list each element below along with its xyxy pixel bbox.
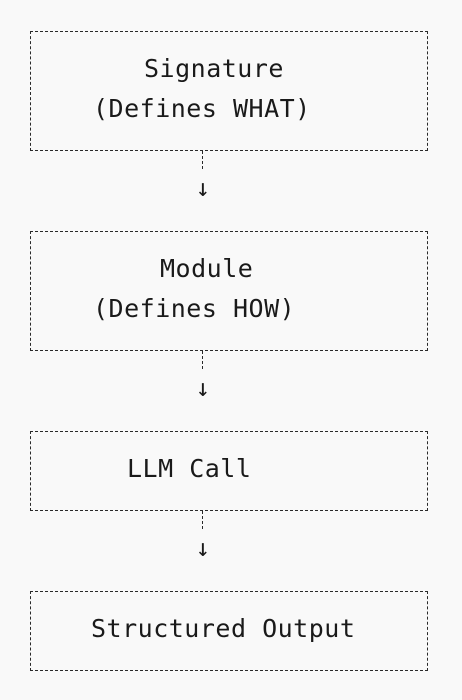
connector-3 xyxy=(202,511,205,529)
signature-box: Signature (Defines WHAT) xyxy=(30,31,428,151)
connector-2 xyxy=(202,351,205,369)
connector-1 xyxy=(202,151,205,169)
llm-call-box: LLM Call xyxy=(30,431,428,511)
down-arrow-icon: ↓ xyxy=(195,174,211,202)
signature-title: Signature xyxy=(144,54,284,83)
down-arrow-icon: ↓ xyxy=(195,374,211,402)
module-subtitle: (Defines HOW) xyxy=(93,294,296,323)
down-arrow-icon: ↓ xyxy=(195,534,211,562)
module-title: Module xyxy=(160,254,254,283)
structured-output-label: Structured Output xyxy=(91,614,356,643)
module-box: Module (Defines HOW) xyxy=(30,231,428,351)
signature-subtitle: (Defines WHAT) xyxy=(93,94,311,123)
llm-call-label: LLM Call xyxy=(127,454,252,483)
structured-output-box: Structured Output xyxy=(30,591,428,671)
